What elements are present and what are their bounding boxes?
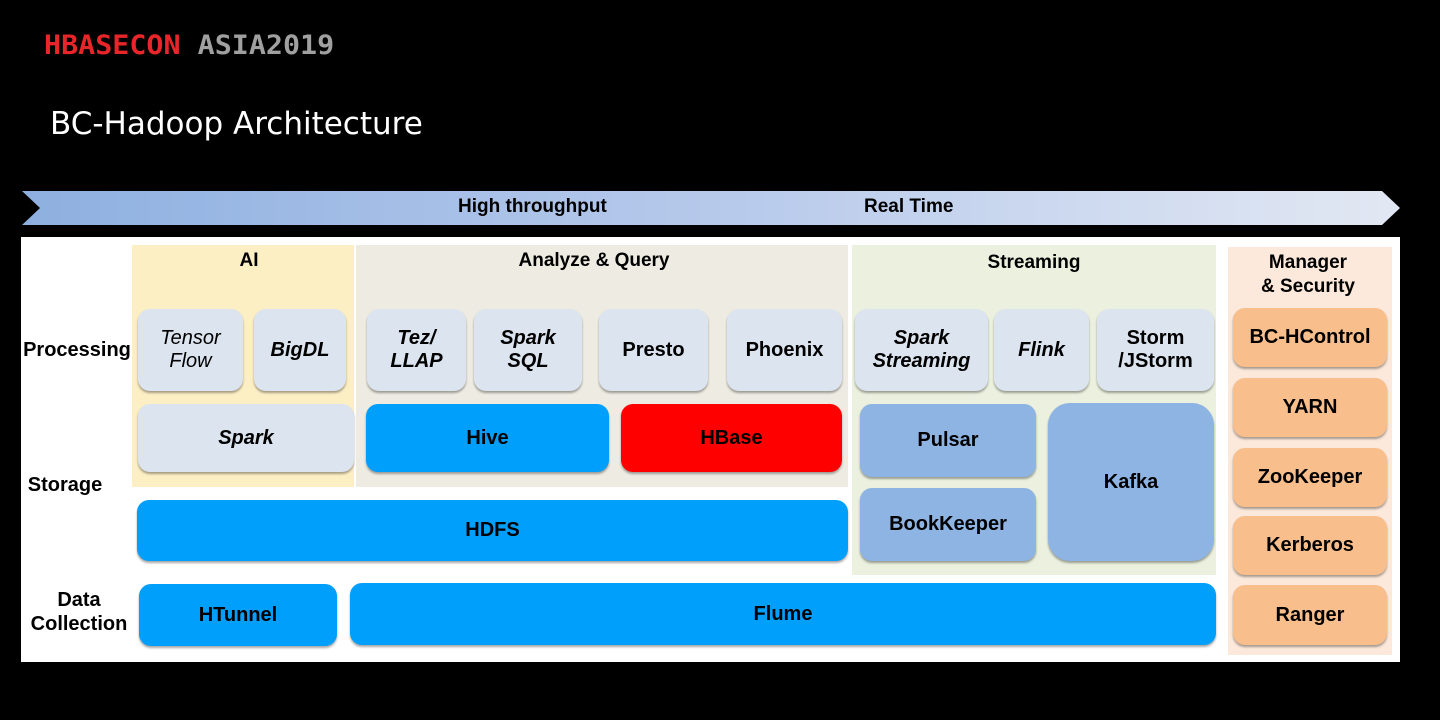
component-presto[interactable]: Presto	[599, 309, 708, 391]
component-bookkeeper[interactable]: BookKeeper	[860, 488, 1036, 561]
component-phoenix[interactable]: Phoenix	[727, 309, 842, 391]
component-flink[interactable]: Flink	[994, 309, 1089, 391]
component-ranger[interactable]: Ranger	[1233, 585, 1387, 645]
component-yarn[interactable]: YARN	[1233, 378, 1387, 437]
throughput-realtime-arrow	[22, 191, 1400, 225]
region-title-streaming: Streaming	[987, 252, 1081, 273]
component-spark-streaming[interactable]: Spark Streaming	[855, 309, 988, 391]
component-kafka[interactable]: Kafka	[1048, 403, 1214, 561]
component-spark-sql[interactable]: Spark SQL	[474, 309, 582, 391]
row-label-storage: Storage	[27, 474, 103, 496]
arrow-label-high-throughput: High throughput	[458, 196, 607, 217]
page-title: BC-Hadoop Architecture	[50, 106, 423, 142]
component-bc-hcontrol[interactable]: BC-HControl	[1233, 308, 1387, 367]
component-spark[interactable]: Spark	[138, 404, 354, 472]
conference-logo: HBASECON ASIA2019	[44, 30, 334, 61]
arrow-label-real-time: Real Time	[864, 196, 954, 217]
region-title-analyze-query: Analyze & Query	[518, 250, 670, 271]
component-hive[interactable]: Hive	[366, 404, 609, 472]
logo-hbasecon: HBASECON	[44, 30, 181, 61]
component-pulsar[interactable]: Pulsar	[860, 404, 1036, 477]
component-flume[interactable]: Flume	[350, 583, 1216, 645]
region-title-ai: AI	[239, 250, 259, 271]
component-kerberos[interactable]: Kerberos	[1233, 516, 1387, 575]
component-bigdl[interactable]: BigDL	[254, 309, 346, 391]
logo-asia2019: ASIA2019	[197, 30, 335, 61]
row-label-data-collection: Data Collection	[30, 589, 128, 635]
component-tez-llap[interactable]: Tez/ LLAP	[367, 309, 466, 391]
row-label-processing: Processing	[23, 339, 131, 361]
component-htunnel[interactable]: HTunnel	[139, 584, 337, 646]
component-hbase[interactable]: HBase	[621, 404, 842, 472]
region-title-manager-security: Manager & Security	[1261, 252, 1355, 297]
component-hdfs[interactable]: HDFS	[137, 500, 848, 561]
component-tensorflow[interactable]: Tensor Flow	[138, 309, 243, 391]
component-zookeeper[interactable]: ZooKeeper	[1233, 448, 1387, 507]
component-storm-jstorm[interactable]: Storm /JStorm	[1097, 309, 1214, 391]
